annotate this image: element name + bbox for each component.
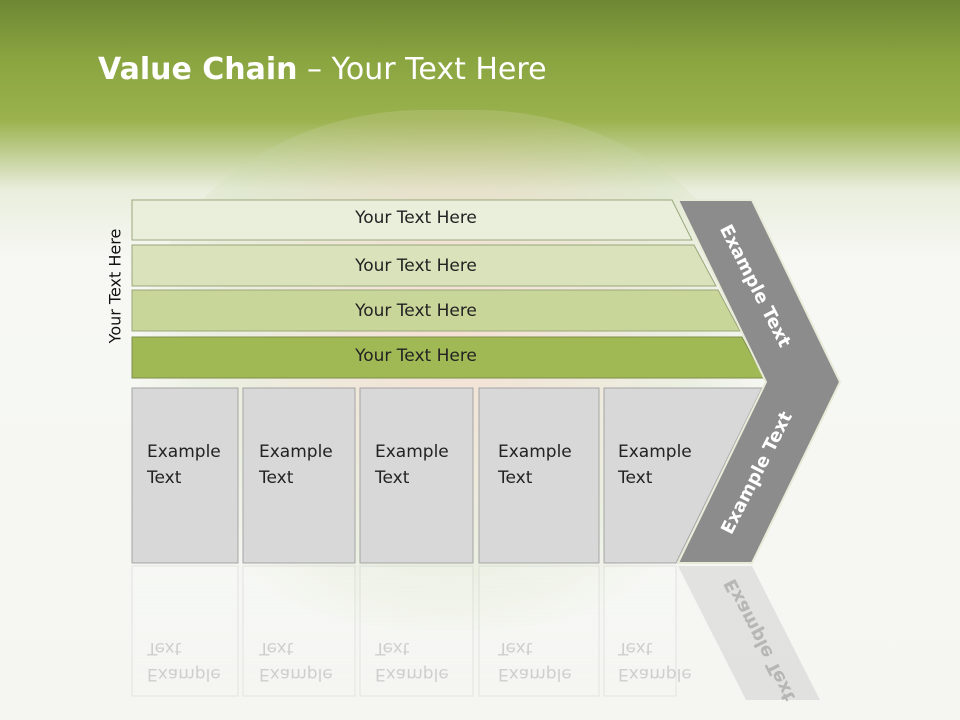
cell-3-line2: Text: [375, 468, 410, 488]
title-bold: Value Chain: [98, 52, 298, 87]
reflection-cell-5: Example Text: [618, 635, 692, 687]
support-bar-1-label: Your Text Here: [355, 208, 477, 228]
cell-2-line1: Example: [259, 442, 333, 462]
support-bar-3[interactable]: [131, 289, 741, 332]
refl-2-line1: Example: [259, 664, 333, 684]
primary-cell-5[interactable]: [603, 387, 763, 564]
diagram-reflection: [131, 565, 820, 700]
slide-title[interactable]: Value Chain – Your Text Here: [98, 52, 547, 87]
support-bar-2-label: Your Text Here: [355, 256, 477, 276]
primary-cell-1[interactable]: [131, 387, 239, 564]
title-rest: – Your Text Here: [297, 52, 547, 87]
support-bar-1[interactable]: [131, 199, 693, 241]
refl-5-line1: Example: [618, 664, 692, 684]
reflection-cell-3: Example Text: [375, 635, 449, 687]
refl-4-line2: Text: [498, 638, 533, 658]
primary-cell-3[interactable]: [359, 387, 474, 564]
cell-3-line1: Example: [375, 442, 449, 462]
reflection-cell-1: Example Text: [147, 635, 221, 687]
cell-1-line1: Example: [147, 442, 221, 462]
refl-1-line1: Example: [147, 664, 221, 684]
cell-2-line2: Text: [259, 468, 294, 488]
refl-3-line1: Example: [375, 664, 449, 684]
support-bar-2[interactable]: [131, 244, 717, 287]
refl-1-line2: Text: [147, 638, 182, 658]
refl-4-line1: Example: [498, 664, 572, 684]
refl-2-line2: Text: [259, 638, 294, 658]
primary-cell-4[interactable]: [478, 387, 600, 564]
support-bar-4-label: Your Text Here: [355, 346, 477, 366]
cell-5-line2: Text: [618, 468, 653, 488]
reflection-cell-4: Example Text: [498, 635, 572, 687]
cell-1-line2: Text: [147, 468, 182, 488]
primary-cell-2[interactable]: [242, 387, 356, 564]
reflection-cell-2: Example Text: [259, 635, 333, 687]
cell-4-line1: Example: [498, 442, 572, 462]
refl-3-line2: Text: [375, 638, 410, 658]
refl-5-line2: Text: [618, 638, 653, 658]
cell-4-line2: Text: [498, 468, 533, 488]
cell-5-line1: Example: [618, 442, 692, 462]
margin-chevron[interactable]: [676, 199, 842, 564]
support-bar-3-label: Your Text Here: [355, 301, 477, 321]
